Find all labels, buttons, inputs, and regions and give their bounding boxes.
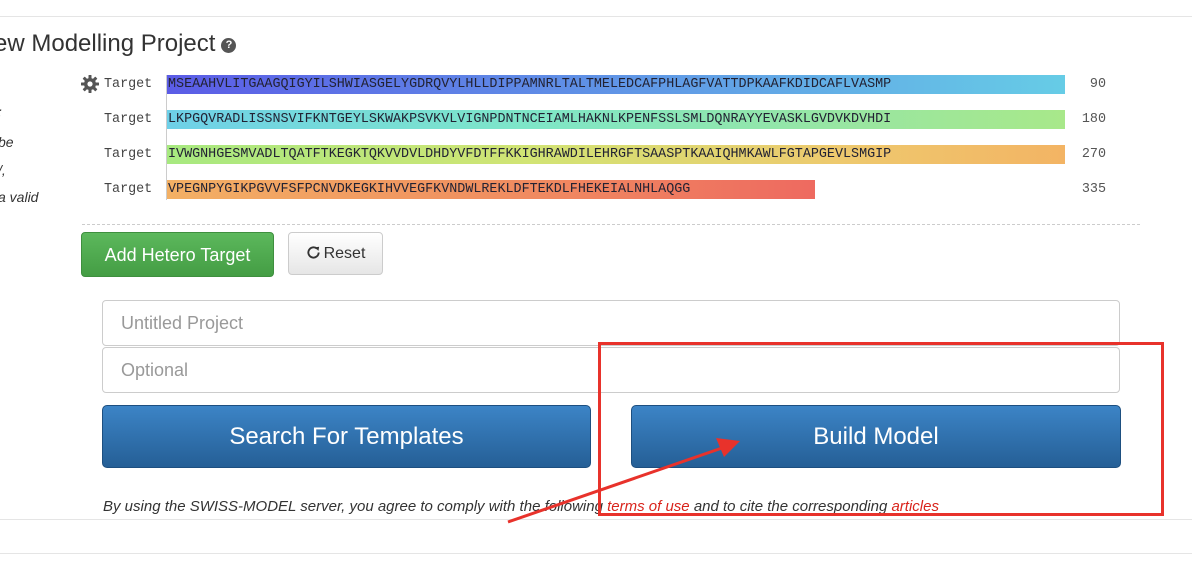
left-note-2: be — [0, 134, 14, 150]
sequence-label: Target — [104, 182, 153, 197]
email-input[interactable]: Optional — [102, 347, 1120, 393]
sequence-end-number: 335 — [1081, 182, 1106, 197]
sequence-row: Target VPEGNPYGIKPGVVFSFPCNVDKEGKIHVVEGF… — [104, 180, 1114, 200]
page-title-text: ew Modelling Project — [0, 30, 216, 57]
section-divider — [82, 224, 1140, 225]
reset-button[interactable]: Reset — [288, 232, 383, 275]
terms-prefix: By using the SWISS-MODEL server, you agr… — [103, 498, 608, 515]
add-hetero-target-button[interactable]: Add Hetero Target — [81, 232, 274, 277]
gear-icon[interactable] — [80, 74, 100, 94]
help-icon[interactable]: ? — [221, 38, 237, 53]
bottom-divider — [0, 519, 1192, 520]
sequence-row: Target MSEAAHVLITGAAGQIGYILSHWIASGELYGDR… — [104, 75, 1114, 95]
terms-of-use-link[interactable]: terms of use — [607, 498, 690, 515]
sequence-end-number: 270 — [1081, 147, 1106, 162]
sequence-label: Target — [104, 112, 153, 127]
sequence-row: Target IVWGNHGESMVADLTQATFTKEGKTQKVVDVLD… — [104, 145, 1114, 165]
bottom-divider — [0, 553, 1192, 554]
left-note-3: /, — [0, 162, 6, 178]
terms-middle: and to cite the corresponding — [689, 498, 892, 515]
project-title-input[interactable]: Untitled Project — [102, 300, 1120, 346]
sequence-residues: MSEAAHVLITGAAGQIGYILSHWIASGELYGDRQVYLHLL… — [167, 75, 1065, 94]
refresh-icon — [307, 246, 320, 259]
sequence-end-number: 90 — [1089, 77, 1106, 92]
build-model-button[interactable]: Build Model — [631, 405, 1121, 468]
top-divider — [0, 16, 1192, 17]
reset-label: Reset — [323, 245, 366, 262]
sequence-residues: LKPGQVRADLISSNSVIFKNTGEYLSKWAKPSVKVLVIGN… — [167, 110, 1065, 129]
left-note-1: : — [0, 104, 2, 120]
sequence-row: Target LKPGQVRADLISSNSVIFKNTGEYLSKWAKPSV… — [104, 110, 1114, 130]
sequence-divider — [166, 75, 167, 200]
sequence-residues: VPEGNPYGIKPGVVFSFPCNVDKEGKIHVVEGFKVNDWLR… — [167, 180, 815, 199]
page-title: ew Modelling Project? — [0, 30, 237, 58]
left-note-4: a valid — [0, 189, 39, 205]
annotation-highlight-box — [598, 342, 1164, 516]
articles-link[interactable]: articles — [891, 498, 939, 515]
sequence-end-number: 180 — [1081, 112, 1106, 127]
sequence-label: Target — [104, 77, 153, 92]
sequence-label: Target — [104, 147, 153, 162]
sequence-residues: IVWGNHGESMVADLTQATFTKEGKTQKVVDVLDHDYVFDT… — [167, 145, 1065, 164]
terms-notice: By using the SWISS-MODEL server, you agr… — [103, 498, 939, 515]
search-templates-button[interactable]: Search For Templates — [102, 405, 591, 468]
